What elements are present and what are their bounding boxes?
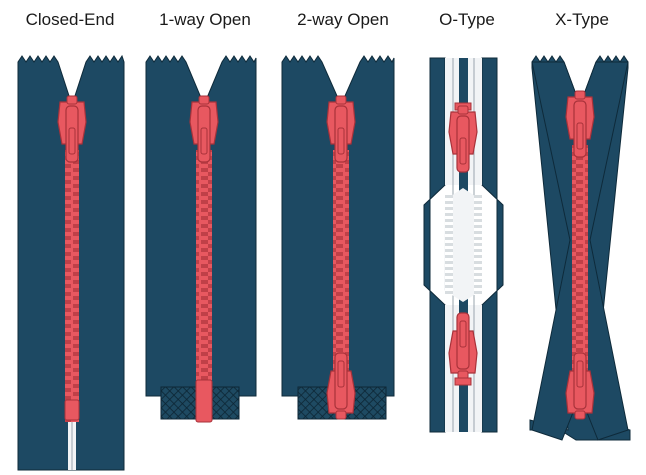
label-o-type: O-Type xyxy=(439,10,495,29)
tape-right xyxy=(481,57,504,433)
bottom-stop xyxy=(454,377,472,386)
zipper-2-way-open xyxy=(281,55,395,420)
slider-top xyxy=(326,95,356,163)
open-section xyxy=(444,188,482,302)
zipper-1-way-open xyxy=(145,55,257,423)
zipper-x-type xyxy=(529,55,631,441)
slider-top xyxy=(565,90,595,158)
zipper-o-type xyxy=(423,57,504,433)
label-x-type: X-Type xyxy=(555,10,609,29)
box-pin xyxy=(195,379,213,423)
teeth xyxy=(333,150,349,375)
slider-bottom xyxy=(448,312,478,380)
zipper-closed-end xyxy=(17,54,125,471)
tape-left xyxy=(423,57,446,433)
teeth-right xyxy=(474,195,482,295)
teeth xyxy=(65,150,79,422)
slider-bottom xyxy=(326,352,356,420)
slider xyxy=(189,95,219,163)
slider xyxy=(57,95,87,163)
teeth-left xyxy=(445,195,453,295)
slider-top xyxy=(448,105,478,173)
slider-bottom xyxy=(565,352,595,420)
label-1-way-open: 1-way Open xyxy=(159,10,251,29)
label-2-way-open: 2-way Open xyxy=(297,10,389,29)
bottom-stop xyxy=(64,399,80,421)
teeth xyxy=(196,150,212,390)
label-closed-end: Closed-End xyxy=(25,10,115,29)
teeth xyxy=(572,145,588,395)
